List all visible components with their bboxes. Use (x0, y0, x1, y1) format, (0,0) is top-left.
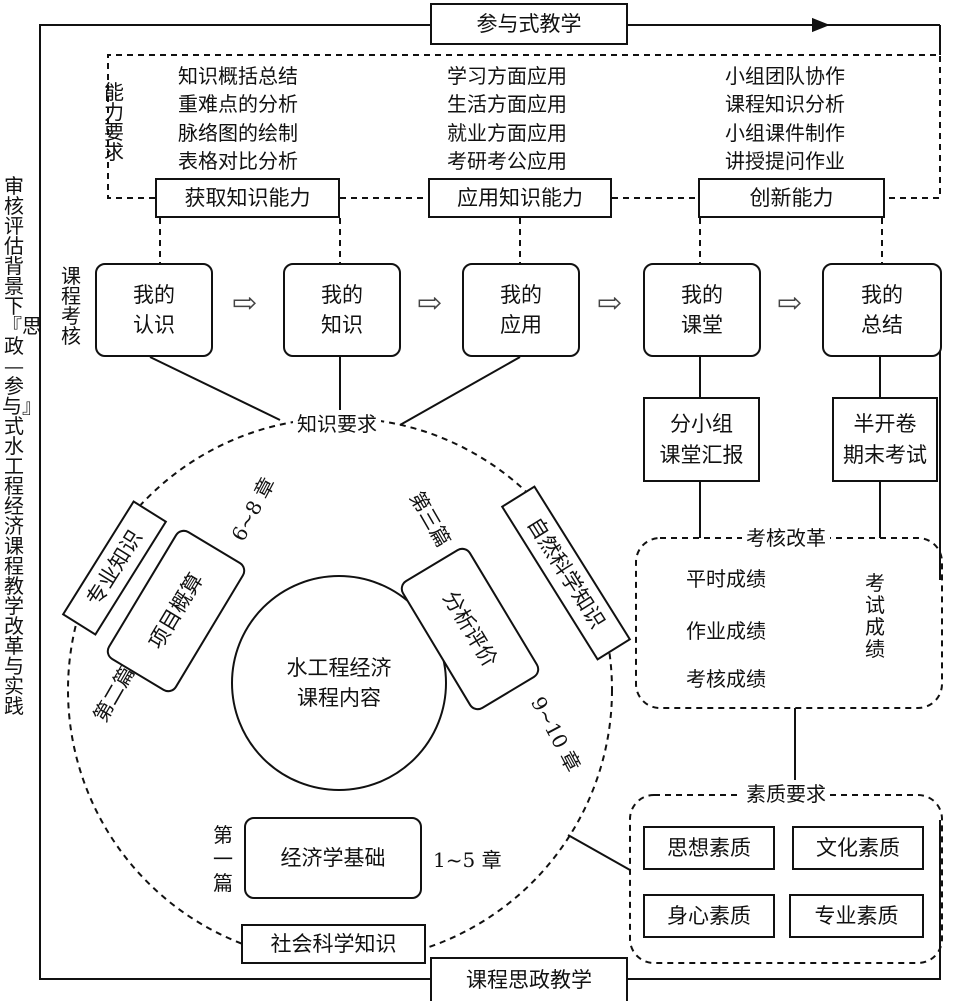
ability-label: 能力要求 (104, 80, 124, 164)
step-my-knowledge: 我的 知识 (283, 263, 401, 357)
part1-label: 第一篇 (213, 823, 233, 895)
step-arrow-3: ⇨ (597, 286, 623, 321)
step-my-understanding: 我的 认识 (95, 263, 213, 357)
classroom-report-box: 分小组 课堂汇报 (643, 397, 760, 482)
course-content-circle (231, 575, 447, 791)
step-my-classroom: 我的 课堂 (643, 263, 761, 357)
innovation-box: 创新能力 (698, 178, 885, 218)
score-regular: 平时成绩 (686, 567, 766, 591)
score-exam: 考试成绩 (865, 571, 885, 661)
quality-ideology: 思想素质 (643, 826, 775, 870)
part1-box: 经济学基础 (244, 817, 422, 899)
ability-items-2: 学习方面应用 生活方面应用 就业方面应用 考研考公应用 (447, 64, 567, 174)
ability-items-3: 小组团队协作 课程知识分析 小组课件制作 讲授提问作业 (725, 64, 845, 174)
assessment-reform-title: 考核改革 (742, 524, 830, 553)
score-homework: 作业成绩 (686, 619, 766, 643)
part1-chapters: 1~5 章 (433, 848, 502, 872)
step-my-application: 我的 应用 (462, 263, 580, 357)
assessment-reform-frame (635, 537, 943, 709)
quality-professional: 专业素质 (789, 894, 924, 938)
outer-flow-loop (39, 17, 941, 980)
course-assessment-label: 课程考核 (61, 264, 81, 348)
score-assessment: 考核成绩 (686, 667, 766, 691)
bottom-title-box: 课程思政教学 (430, 957, 628, 1001)
top-title-box: 参与式教学 (430, 3, 628, 45)
knowledge-requirement-label: 知识要求 (293, 410, 381, 439)
side-title: 审核评估背景下『思政—参与』式水工程经济课程教学改革与实践 (2, 174, 42, 718)
final-exam-box: 半开卷 期末考试 (832, 397, 938, 482)
step-my-summary: 我的 总结 (822, 263, 942, 357)
quality-title: 素质要求 (742, 780, 830, 809)
solid-connectors (149, 356, 881, 871)
quality-culture: 文化素质 (792, 826, 924, 870)
apply-knowledge-box: 应用知识能力 (428, 178, 612, 218)
quality-mind-body: 身心素质 (643, 894, 775, 938)
ability-dashed-frame (107, 54, 941, 263)
social-knowledge-box: 社会科学知识 (241, 924, 426, 964)
step-arrow-2: ⇨ (417, 286, 443, 321)
step-arrow-4: ⇨ (777, 286, 803, 321)
acquire-knowledge-box: 获取知识能力 (155, 178, 340, 218)
step-arrow-1: ⇨ (232, 286, 258, 321)
ability-items-1: 知识概括总结 重难点的分析 脉络图的绘制 表格对比分析 (178, 64, 298, 174)
course-content-center: 水工程经济 课程内容 (286, 655, 392, 710)
